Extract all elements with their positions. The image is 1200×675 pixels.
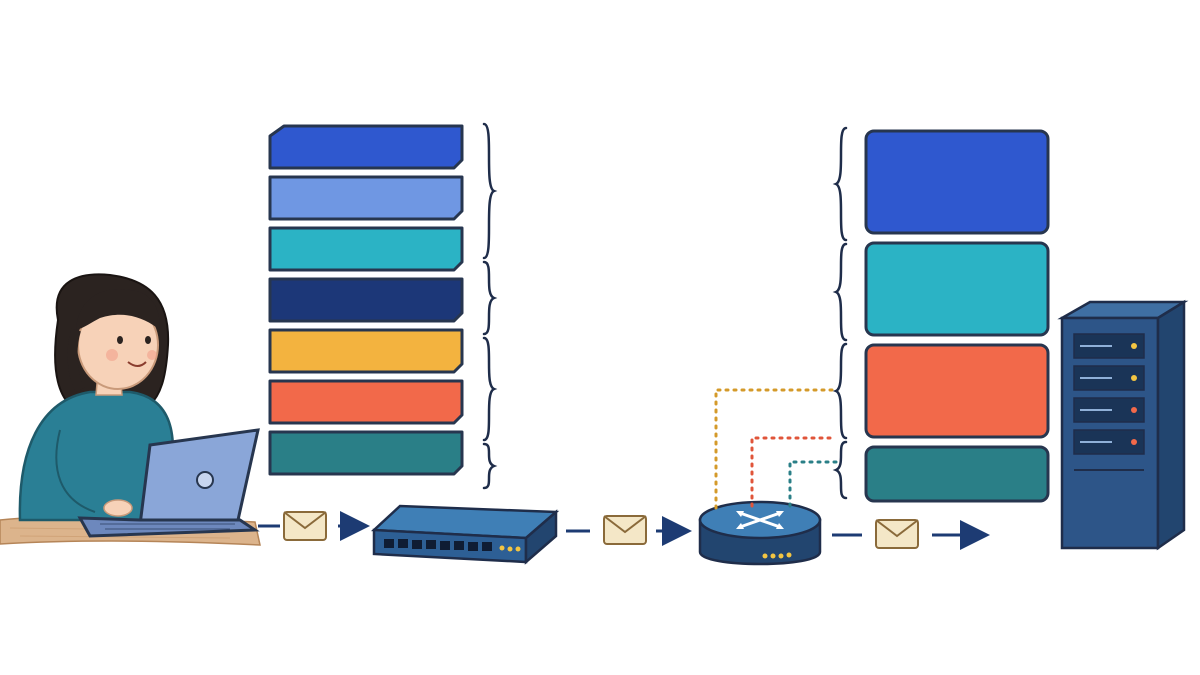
envelope-icon [283,511,919,549]
layer-b [864,241,1050,337]
dotted-connectors [714,388,838,510]
flow-arrows [258,511,990,550]
server-icon [1057,299,1189,551]
left-braces [482,122,498,490]
left-layer-stack [268,124,464,476]
layer-2 [268,175,464,221]
brace-4 [482,442,498,490]
brace-3 [832,342,848,440]
brace-2 [832,242,848,342]
right-braces [832,126,848,500]
laptop-icon [77,428,260,538]
layer-1 [268,124,464,170]
layer-6 [268,379,464,425]
layer-5 [268,328,464,374]
layer-4 [268,277,464,323]
layer-d [864,445,1050,503]
brace-1 [832,126,848,242]
brace-1 [482,122,498,260]
layer-3 [268,226,464,272]
switch-icon [370,504,560,565]
router-icon [698,500,822,566]
brace-3 [482,336,498,442]
brace-2 [482,260,498,336]
right-layer-stack [864,129,1050,503]
person-icon [18,273,175,522]
layer-a [864,129,1050,235]
layer-7 [268,430,464,476]
brace-4 [832,440,848,500]
layer-c [864,343,1050,439]
